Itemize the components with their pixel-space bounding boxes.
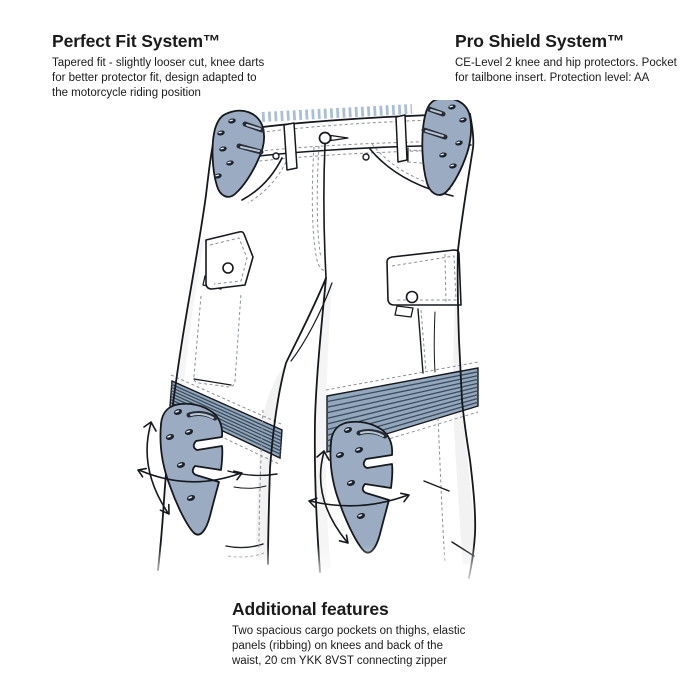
rivet (272, 152, 280, 160)
feature-text-line: for tailbone insert. Protection level: A… (455, 72, 650, 84)
feature-text-line: Tapered fit - slightly looser cut, knee … (52, 57, 265, 69)
leg-outlines (157, 113, 477, 579)
feature-title: Additional features (232, 599, 389, 619)
belt-loops (283, 114, 408, 171)
hip-protector-left (211, 109, 265, 198)
knee-protector-left (159, 402, 224, 536)
knee-protector-right (329, 420, 394, 554)
pants-illustration (135, 100, 555, 600)
feature-block-perfect-fit: Perfect Fit System™ Tapered fit - slight… (52, 30, 302, 101)
feature-text-line: for better protector fit, design adapted… (52, 72, 257, 84)
bottom-fade (135, 542, 555, 600)
feature-text-line: Two spacious cargo pockets on thighs, el… (232, 625, 466, 637)
rivet (362, 153, 370, 161)
cargo-pocket-left (193, 230, 254, 388)
cargo-pocket-right (386, 249, 462, 381)
feature-text-line: the motorcycle riding position (52, 87, 201, 99)
feature-block-pro-shield: Pro Shield System™ CE-Level 2 knee and h… (455, 30, 695, 86)
feature-block-additional: Additional features Two spacious cargo p… (232, 598, 502, 669)
snap-button (222, 262, 234, 274)
snap-button (405, 290, 419, 304)
feature-text-line: CE-Level 2 knee and hip protectors. Pock… (455, 57, 677, 69)
hip-protector-right (421, 100, 472, 196)
feature-title: Perfect Fit System™ (52, 31, 221, 51)
feature-title: Pro Shield System™ (455, 31, 625, 51)
feature-text-line: waist, 20 cm YKK 8VST connecting zipper (232, 655, 447, 667)
waistband-button (318, 131, 349, 145)
connecting-zipper-teeth (261, 104, 413, 122)
feature-text-line: panels (ribbing) on knees and back of th… (232, 640, 443, 652)
